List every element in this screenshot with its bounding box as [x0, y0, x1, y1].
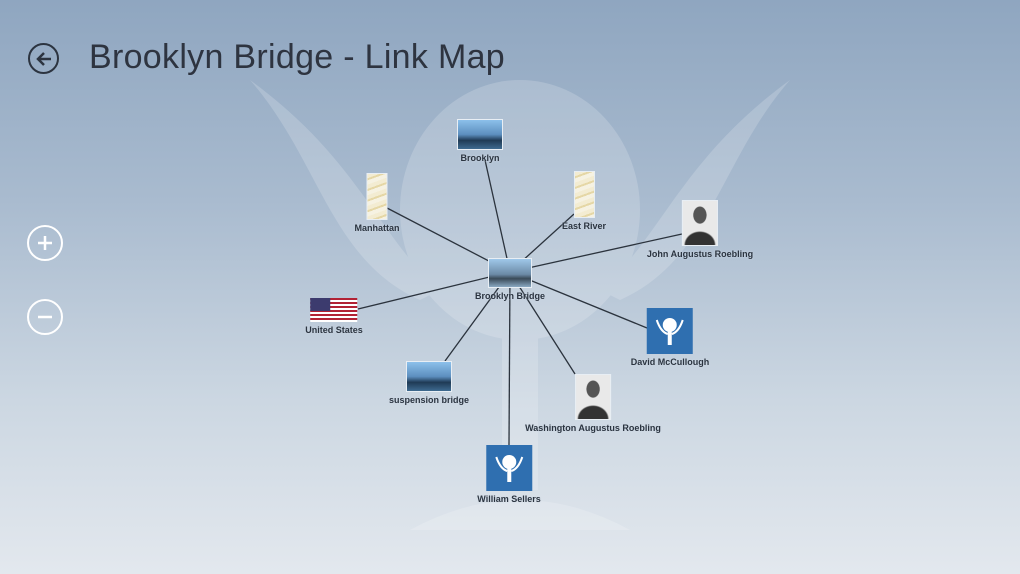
- node-label: United States: [305, 325, 363, 335]
- node-suspension-bridge[interactable]: suspension bridge: [389, 361, 469, 405]
- link-david-mccullough: [509, 271, 648, 329]
- node-manhattan[interactable]: Manhattan: [355, 173, 400, 233]
- node-label: Brooklyn: [460, 153, 500, 163]
- brooklyn-bridge-photo: [487, 258, 532, 288]
- page-title: Brooklyn Bridge - Link Map: [89, 38, 505, 76]
- node-label: suspension bridge: [388, 395, 470, 405]
- link-united-states: [357, 271, 511, 310]
- us-flag-icon: [310, 298, 358, 322]
- node-united-states[interactable]: United States: [305, 298, 363, 335]
- node-label: Washington Augustus Roebling: [525, 423, 661, 433]
- manhattan-map-image: [366, 173, 388, 220]
- node-john-augustus-roebling[interactable]: John Augustus Roebling: [647, 200, 753, 259]
- thistle-icon: [485, 445, 532, 491]
- plus-icon: [38, 236, 52, 250]
- node-label: David McCullough: [630, 357, 710, 367]
- link-washington-roebling: [509, 271, 576, 375]
- east-river-map-image: [573, 171, 595, 218]
- node-label: William Sellers: [477, 494, 541, 504]
- zoom-out-button[interactable]: [27, 299, 63, 335]
- link-william-sellers: [508, 271, 511, 446]
- thistle-icon: [647, 308, 693, 354]
- node-east-river[interactable]: East River: [562, 171, 606, 231]
- node-david-mccullough[interactable]: David McCullough: [630, 308, 710, 367]
- link-brooklyn: [484, 159, 511, 273]
- brooklyn-photo: [457, 119, 503, 150]
- node-william-sellers[interactable]: William Sellers: [477, 445, 541, 504]
- suspension-bridge-photo: [405, 361, 452, 392]
- zoom-in-button[interactable]: [27, 225, 63, 261]
- node-label: Manhattan: [354, 223, 400, 233]
- minus-icon: [38, 315, 52, 319]
- portrait-image: [574, 374, 611, 420]
- node-brooklyn[interactable]: Brooklyn: [457, 119, 503, 163]
- node-label: John Augustus Roebling: [646, 249, 754, 259]
- node-label: East River: [561, 221, 607, 231]
- portrait-image: [681, 200, 718, 246]
- back-arrow-icon: [35, 51, 51, 66]
- node-label: Brooklyn Bridge: [474, 291, 546, 301]
- node-washington-augustus-roebling[interactable]: Washington Augustus Roebling: [525, 374, 661, 433]
- back-button[interactable]: [28, 43, 59, 74]
- center-node-brooklyn-bridge[interactable]: Brooklyn Bridge: [475, 258, 545, 301]
- link-john-roebling: [509, 233, 683, 273]
